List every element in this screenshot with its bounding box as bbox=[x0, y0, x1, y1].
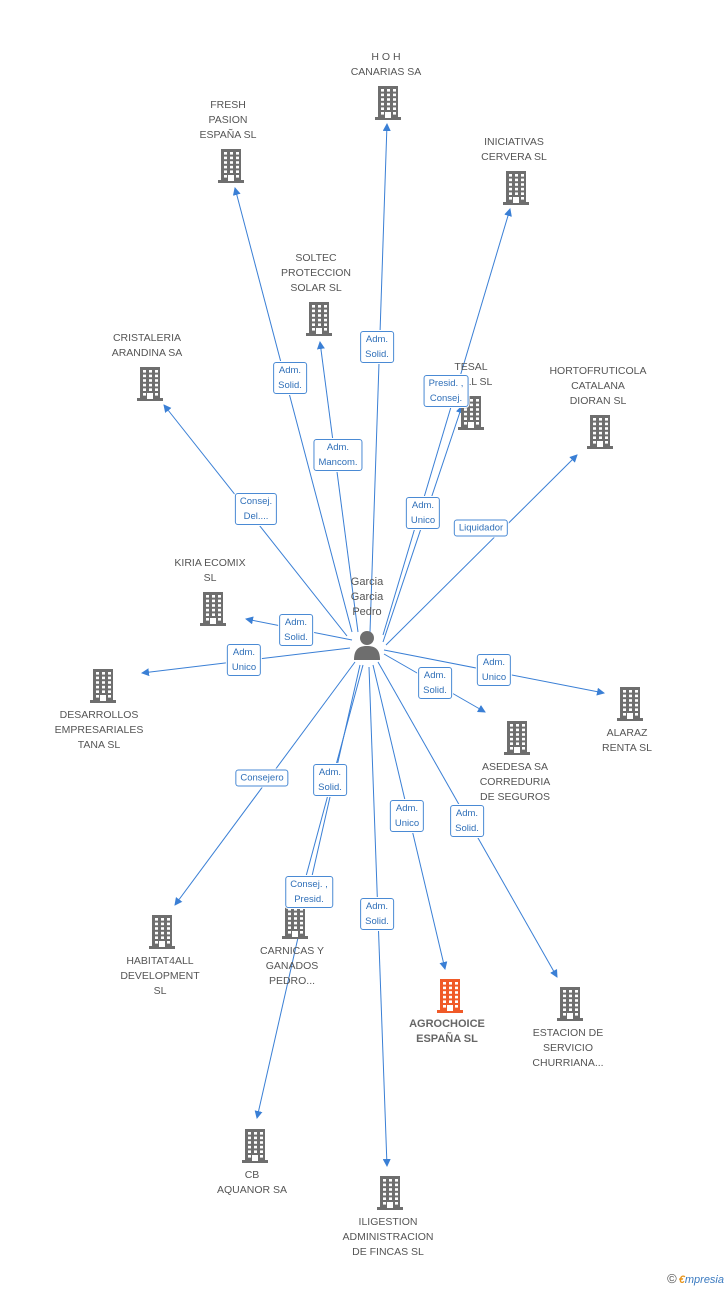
company-name: ASEDESA SA CORREDURIA DE SEGUROS bbox=[479, 761, 551, 803]
company-name: INICIATIVAS CERVERA SL bbox=[481, 136, 547, 163]
company-name: DESARROLLOS EMPRESARIALES TANA SL bbox=[54, 709, 144, 751]
company-node-agrochoice[interactable] bbox=[437, 979, 463, 1013]
role-badge-carnicas: Consej. , Presid. bbox=[285, 876, 333, 908]
company-label-desarrollos[interactable]: DESARROLLOS EMPRESARIALES TANA SL bbox=[39, 708, 159, 753]
company-label-hortofruticola[interactable]: HORTOFRUTICOLA CATALANA DIORAN SL bbox=[538, 364, 658, 409]
brand-e-logo: € bbox=[678, 1274, 685, 1286]
center-person-node[interactable]: Garcia Garcia Pedro bbox=[327, 575, 407, 660]
role-badge-kiria: Adm. Solid. bbox=[279, 614, 313, 646]
company-label-soltec[interactable]: SOLTEC PROTECCION SOLAR SL bbox=[256, 251, 376, 296]
company-node-fresh[interactable] bbox=[218, 149, 244, 183]
building-icon bbox=[200, 592, 226, 626]
company-node-asedesa[interactable] bbox=[504, 721, 530, 755]
company-label-hoh[interactable]: H O H CANARIAS SA bbox=[326, 50, 446, 80]
company-node-cristaleria[interactable] bbox=[137, 367, 163, 401]
role-badge-asedesa: Adm. Solid. bbox=[418, 667, 452, 699]
building-icon bbox=[306, 302, 332, 336]
edge-hortofruticola bbox=[385, 454, 578, 646]
company-name: KIRIA ECOMIX SL bbox=[174, 557, 246, 584]
role-badge-cristaleria: Consej. Del.... bbox=[234, 493, 278, 525]
building-icon bbox=[437, 979, 463, 1013]
role-badge-iligestion: Adm. Solid. bbox=[360, 898, 394, 930]
person-icon bbox=[354, 631, 380, 660]
company-label-iligestion[interactable]: ILIGESTION ADMINISTRACION DE FINCAS SL bbox=[328, 1215, 448, 1260]
role-badge-desarrollos: Adm. Unico bbox=[226, 644, 262, 676]
company-label-iniciativas[interactable]: INICIATIVAS CERVERA SL bbox=[454, 135, 574, 165]
role-badge-cb: Adm. Solid. bbox=[313, 764, 347, 796]
role-badge-tesal: Adm. Unico bbox=[405, 497, 441, 529]
company-node-cb[interactable] bbox=[242, 1129, 268, 1163]
role-badge-hoh: Adm. Solid. bbox=[360, 331, 394, 363]
role-badge-soltec: Adm. Mancom. bbox=[313, 439, 363, 471]
company-node-hortofruticola[interactable] bbox=[587, 415, 613, 449]
company-node-carnicas[interactable] bbox=[282, 905, 308, 939]
company-label-fresh[interactable]: FRESH PASION ESPAÑA SL bbox=[168, 98, 288, 143]
company-node-iniciativas[interactable] bbox=[503, 171, 529, 205]
building-icon bbox=[617, 687, 643, 721]
building-icon bbox=[375, 86, 401, 120]
company-node-iligestion[interactable] bbox=[377, 1176, 403, 1210]
company-name: FRESH PASION ESPAÑA SL bbox=[199, 99, 257, 141]
company-label-estacion[interactable]: ESTACION DE SERVICIO CHURRIANA... bbox=[508, 1026, 628, 1071]
company-node-hoh[interactable] bbox=[375, 86, 401, 120]
company-name: ALARAZ RENTA SL bbox=[602, 727, 652, 754]
role-badge-alaraz: Adm. Unico bbox=[476, 654, 512, 686]
company-node-alaraz[interactable] bbox=[617, 687, 643, 721]
company-node-soltec[interactable] bbox=[306, 302, 332, 336]
company-label-cristaleria[interactable]: CRISTALERIA ARANDINA SA bbox=[87, 331, 207, 361]
company-name: AGROCHOICE ESPAÑA SL bbox=[409, 1018, 485, 1045]
building-icon bbox=[242, 1129, 268, 1163]
company-name: ESTACION DE SERVICIO CHURRIANA... bbox=[532, 1027, 604, 1069]
company-name: H O H CANARIAS SA bbox=[350, 51, 422, 78]
company-node-desarrollos[interactable] bbox=[90, 669, 116, 703]
role-badge-agrochoice: Adm. Unico bbox=[389, 800, 425, 832]
building-icon bbox=[504, 721, 530, 755]
center-person-name: Garcia Garcia Pedro bbox=[350, 576, 384, 618]
company-label-alaraz[interactable]: ALARAZ RENTA SL bbox=[567, 726, 687, 756]
edge-iniciativas bbox=[382, 208, 512, 636]
role-badge-hortofruticola: Liquidador bbox=[453, 519, 509, 537]
building-icon bbox=[137, 367, 163, 401]
edge-hoh bbox=[369, 123, 391, 633]
role-badge-estacion: Adm. Solid. bbox=[450, 805, 484, 837]
company-name: CARNICAS Y GANADOS PEDRO... bbox=[260, 945, 324, 987]
role-badge-iniciativas: Presid. , Consej. bbox=[423, 375, 469, 407]
company-name: HORTOFRUTICOLA CATALANA DIORAN SL bbox=[549, 365, 647, 407]
company-label-agrochoice[interactable]: AGROCHOICE ESPAÑA SL bbox=[387, 1017, 507, 1047]
building-icon bbox=[90, 669, 116, 703]
company-label-kiria[interactable]: KIRIA ECOMIX SL bbox=[150, 556, 270, 586]
edge-soltec bbox=[316, 341, 359, 633]
company-name: CB AQUANOR SA bbox=[216, 1169, 287, 1196]
company-name: HABITAT4ALL DEVELOPMENT SL bbox=[120, 955, 200, 997]
company-node-habitat[interactable] bbox=[149, 915, 175, 949]
company-name: SOLTEC PROTECCION SOLAR SL bbox=[280, 252, 351, 294]
company-label-cb[interactable]: CB AQUANOR SA bbox=[192, 1168, 312, 1198]
copyright-symbol: © bbox=[667, 1271, 677, 1286]
company-label-carnicas[interactable]: CARNICAS Y GANADOS PEDRO... bbox=[232, 944, 352, 989]
company-node-kiria[interactable] bbox=[200, 592, 226, 626]
edge-fresh bbox=[232, 187, 353, 633]
building-icon bbox=[587, 415, 613, 449]
company-name: ILIGESTION ADMINISTRACION DE FINCAS SL bbox=[342, 1216, 434, 1258]
building-icon bbox=[557, 987, 583, 1021]
empresia-watermark: ©€mpresia bbox=[667, 1271, 724, 1286]
company-label-habitat[interactable]: HABITAT4ALL DEVELOPMENT SL bbox=[100, 954, 220, 999]
building-icon bbox=[377, 1176, 403, 1210]
building-icon bbox=[218, 149, 244, 183]
company-node-estacion[interactable] bbox=[557, 987, 583, 1021]
building-icon bbox=[282, 905, 308, 939]
role-badge-habitat: Consejero bbox=[235, 769, 289, 787]
building-icon bbox=[503, 171, 529, 205]
company-label-asedesa[interactable]: ASEDESA SA CORREDURIA DE SEGUROS bbox=[455, 760, 575, 805]
building-icon bbox=[149, 915, 175, 949]
company-name: CRISTALERIA ARANDINA SA bbox=[111, 332, 183, 359]
brand-name: mpresia bbox=[684, 1274, 724, 1286]
role-badge-fresh: Adm. Solid. bbox=[273, 362, 307, 394]
